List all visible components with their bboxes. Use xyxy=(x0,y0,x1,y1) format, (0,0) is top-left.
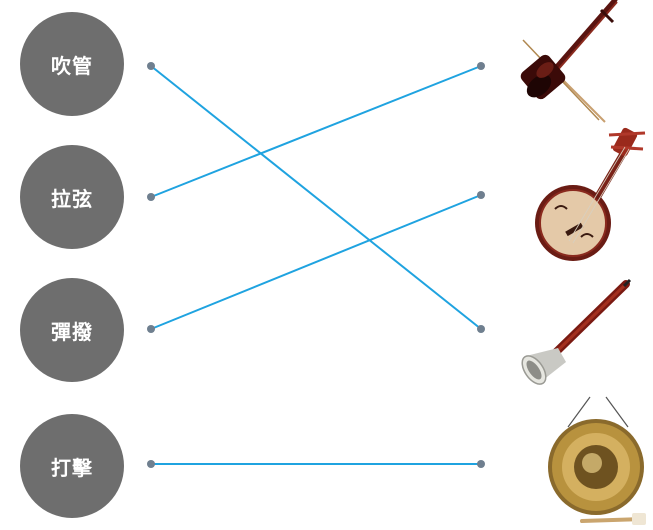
right-anchor-dot[interactable] xyxy=(477,325,485,333)
left-anchor-dot[interactable] xyxy=(147,460,155,468)
category-wind-label: 吹管 xyxy=(51,53,93,78)
category-wind-circle[interactable]: 吹管 xyxy=(20,12,124,116)
left-anchor-dot[interactable] xyxy=(147,193,155,201)
connection-line-plucked xyxy=(150,194,482,330)
category-percussion-circle[interactable]: 打擊 xyxy=(20,414,124,518)
category-bowed-circle[interactable]: 拉弦 xyxy=(20,145,124,249)
connection-line-wind xyxy=(150,65,482,330)
connection-line-bowed xyxy=(150,65,482,198)
category-plucked-circle[interactable]: 彈撥 xyxy=(20,278,124,382)
right-anchor-dot[interactable] xyxy=(477,62,485,70)
suona-icon xyxy=(520,278,638,388)
category-plucked-label: 彈撥 xyxy=(51,319,93,344)
ruan-icon xyxy=(525,125,653,265)
left-anchor-dot[interactable] xyxy=(147,62,155,70)
category-bowed-label: 拉弦 xyxy=(51,186,93,211)
right-anchor-dot[interactable] xyxy=(477,460,485,468)
category-percussion-label: 打擊 xyxy=(51,455,93,480)
gong-icon xyxy=(540,395,653,530)
erhu-icon xyxy=(515,0,653,125)
left-anchor-dot[interactable] xyxy=(147,325,155,333)
right-anchor-dot[interactable] xyxy=(477,191,485,199)
